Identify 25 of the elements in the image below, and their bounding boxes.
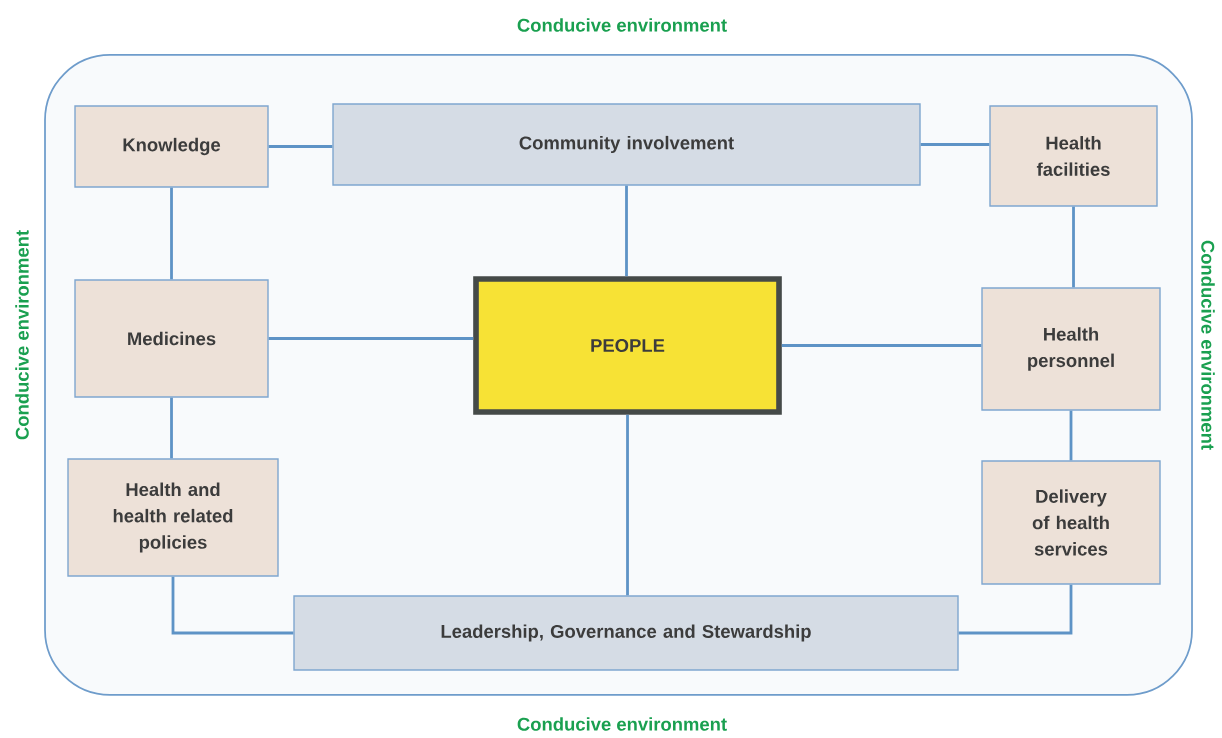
- central-box: PEOPLE: [473, 276, 782, 415]
- connector: [268, 337, 474, 340]
- connector: [920, 143, 990, 146]
- process-box: Health and health related policies: [67, 458, 279, 577]
- process-box: Knowledge: [74, 105, 269, 188]
- process-box: Community involvement: [332, 103, 921, 186]
- process-box: Health personnel: [981, 287, 1161, 411]
- process-box: Medicines: [74, 279, 269, 398]
- process-box: Delivery of health services: [981, 460, 1161, 585]
- connector: [268, 145, 333, 148]
- environment-label: Conducive environment: [517, 717, 727, 731]
- connector: [1069, 410, 1073, 461]
- environment-label: Conducive environment: [1201, 240, 1215, 450]
- connector: [625, 185, 628, 277]
- connector: [626, 414, 629, 596]
- connector: [171, 576, 294, 635]
- connector: [781, 344, 982, 347]
- environment-label: Conducive environment: [517, 18, 727, 32]
- environment-label: Conducive environment: [15, 230, 29, 440]
- connector: [170, 397, 173, 459]
- process-box: Health facilities: [989, 105, 1158, 207]
- process-box: Leadership, Governance and Stewardship: [293, 595, 959, 671]
- connector: [958, 584, 1073, 635]
- connector: [1072, 206, 1075, 288]
- connector: [170, 187, 173, 280]
